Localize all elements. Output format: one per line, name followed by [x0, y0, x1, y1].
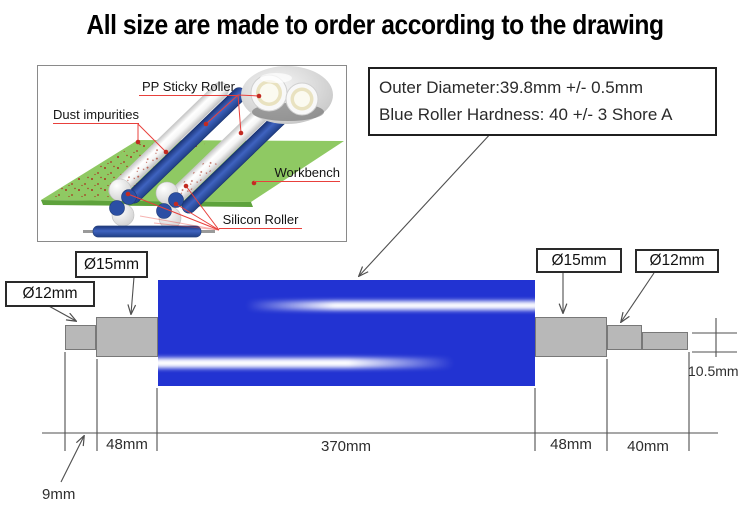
- right-d12-arrow: [621, 272, 655, 322]
- silicon-roller-rod: [83, 225, 215, 238]
- spec-callout-box: Outer Diameter:39.8mm +/- 0.5mm Blue Rol…: [368, 67, 717, 136]
- blue-roller-body: [158, 280, 535, 386]
- inset-figure: PP Sticky Roller Dust impurities Workben…: [37, 65, 347, 242]
- right-d12-label-box: Ø12mm: [635, 249, 719, 273]
- spec-outer-diameter: Outer Diameter:39.8mm +/- 0.5mm: [379, 78, 644, 97]
- dust-impurities-label: Dust impurities: [53, 107, 139, 124]
- shaft-left-stub: [65, 325, 96, 350]
- stub-dim-arrow: [60, 436, 84, 483]
- pp-sticky-roller-label: PP Sticky Roller: [139, 79, 238, 96]
- left-d15-label-box: Ø15mm: [75, 251, 148, 278]
- dim-left-shaft: 48mm: [106, 436, 148, 453]
- dim-step-height: 10.5mm: [688, 363, 739, 379]
- workbench-label: Workbench: [254, 165, 340, 182]
- pp-roller-photo: [241, 66, 333, 124]
- spec-hardness: Blue Roller Hardness: 40 +/- 3 Shore A: [379, 105, 673, 124]
- inset-art: [41, 66, 344, 238]
- roller-highlight-bottom: [158, 358, 454, 368]
- spec-leader-arrow: [359, 130, 494, 276]
- roller-highlight-top: [246, 301, 535, 310]
- shaft-left: [96, 317, 158, 357]
- left-d12-arrow: [46, 304, 76, 321]
- shaft-right: [535, 317, 607, 357]
- dim-right-shaft: 48mm: [550, 436, 592, 453]
- page-title: All size are made to order according to …: [86, 9, 664, 40]
- extension-lines: [64, 352, 690, 451]
- step-height-ticks: [692, 318, 737, 357]
- dim-left-stub: 9mm: [42, 486, 76, 503]
- shaft-right-step2: [642, 332, 688, 350]
- left-d15-arrow: [131, 276, 134, 314]
- left-d12-label-box: Ø12mm: [5, 281, 95, 307]
- dim-body: 370mm: [320, 438, 372, 455]
- right-d15-label-box: Ø15mm: [536, 248, 622, 273]
- dim-right-end: 40mm: [627, 438, 669, 455]
- shaft-right-step1: [607, 325, 642, 350]
- silicon-roller-label: Silicon Roller: [219, 212, 302, 229]
- inset-leader-lines: [125, 93, 262, 231]
